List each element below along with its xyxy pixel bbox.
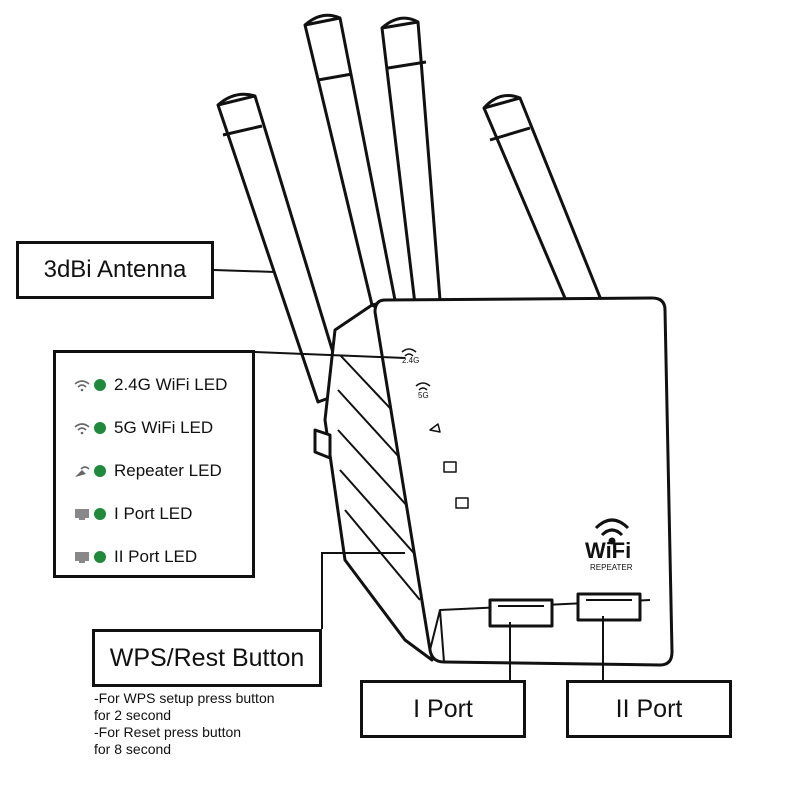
led-green-dot xyxy=(94,550,106,563)
device-logo-sub-text: REPEATER xyxy=(590,563,633,572)
wifi-icon xyxy=(74,422,90,434)
antenna-back-right xyxy=(380,16,442,306)
leader-antenna xyxy=(213,269,276,273)
port-2-label-text: II Port xyxy=(615,694,683,723)
antenna-label-text: 3dBi Antenna xyxy=(43,256,187,283)
port-2-socket xyxy=(576,592,642,622)
leader-wps xyxy=(321,552,405,629)
led-label: I Port LED xyxy=(114,503,193,523)
wps-note-line: for 2 second xyxy=(94,707,172,723)
led-row-port-1: I Port LED xyxy=(56,492,252,535)
device-front xyxy=(373,296,674,667)
wps-note-line: for 8 second xyxy=(94,741,172,757)
led-row-repeater: Repeater LED xyxy=(56,449,252,492)
led-label: Repeater LED xyxy=(114,460,222,480)
device-logo-text: WiFi xyxy=(585,538,631,563)
port-2-label: II Port xyxy=(566,680,732,738)
led-green-dot xyxy=(94,378,106,391)
wps-notes: -For WPS setup press button for 2 second… xyxy=(94,690,275,758)
led-label: II Port LED xyxy=(114,546,198,566)
antenna-back-left xyxy=(303,13,397,307)
port-1-socket xyxy=(488,598,554,628)
monitor-icon xyxy=(75,551,89,563)
led-green-dot xyxy=(94,464,106,477)
device-led-5g-text: 5G xyxy=(418,391,429,400)
port-1-label-text: I Port xyxy=(413,694,473,723)
led-green-dot xyxy=(94,507,106,520)
leader-led xyxy=(254,351,406,359)
led-legend: 2.4G WiFi LED 5G WiFi LED Repeater LED I… xyxy=(53,350,255,578)
led-label: 2.4G WiFi LED xyxy=(114,374,228,394)
wps-button-label-text: WPS/Rest Button xyxy=(109,643,305,672)
side-tab xyxy=(313,428,332,460)
device-led-24g-text: 2.4G xyxy=(402,356,419,365)
wps-note-line: -For WPS setup press button xyxy=(94,690,275,706)
repeater-icon xyxy=(75,465,90,477)
monitor-icon xyxy=(75,508,89,520)
led-row-5g: 5G WiFi LED xyxy=(56,406,252,449)
wifi-icon xyxy=(74,379,90,391)
led-row-port-2: II Port LED xyxy=(56,535,252,578)
port-1-label: I Port xyxy=(360,680,526,738)
wifi-logo-icon xyxy=(594,518,630,545)
led-label: 5G WiFi LED xyxy=(114,417,214,437)
antenna-label: 3dBi Antenna xyxy=(16,241,214,299)
led-row-24g: 2.4G WiFi LED xyxy=(56,363,252,406)
wps-note-line: -For Reset press button xyxy=(94,724,242,740)
wps-button-label: WPS/Rest Button xyxy=(92,629,322,687)
led-green-dot xyxy=(94,421,106,434)
